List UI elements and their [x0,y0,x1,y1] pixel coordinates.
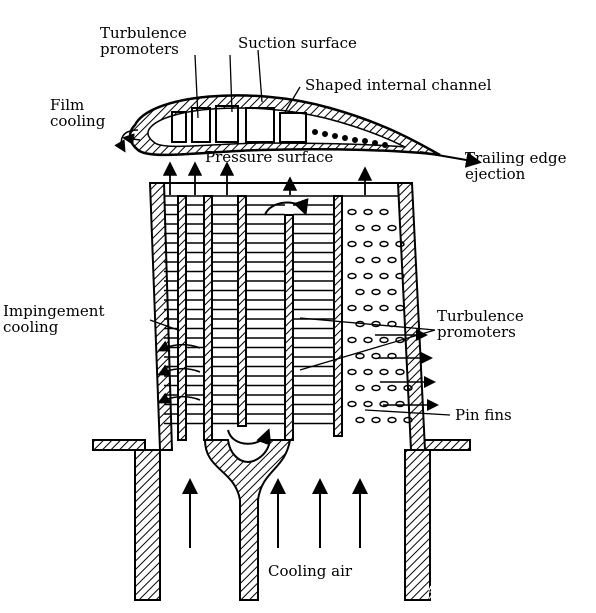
label-impingement-1: Impingement [3,302,104,320]
pin-fin [355,352,365,360]
pin-fin [379,272,389,280]
pin-fin [387,256,397,264]
pin-fin [387,288,397,296]
pin-fin [355,384,365,392]
film-cooling-arrow-2 [122,133,141,146]
pin-fin-array [347,208,413,424]
pin-fin [379,368,389,376]
impingement-arrows [157,340,201,404]
pin-fin [355,416,365,424]
label-turbulence-promoters-side-2: promoters [437,323,516,341]
trailing-edge-pins [312,129,388,148]
trailing-edge-arrow [419,151,482,168]
pin-fin [363,272,373,280]
rib-turbulators [164,204,334,425]
label-turbulence-promoters-top-1: Turbulence [100,24,187,42]
pin-fin [347,208,357,216]
label-shaped-internal-channel: Shaped internal channel [305,76,492,94]
pin-fin [347,368,357,376]
pin-fin [395,336,405,344]
airfoil-cavities [171,105,307,143]
tip-ejection-arrows [162,161,373,195]
root-center-wall [203,439,292,601]
label-cooling-air: Cooling air [268,562,353,580]
pin-fin [379,400,389,408]
pin-fin [387,224,397,232]
pin-fin [347,336,357,344]
labels: Turbulence promoters Suction surface Sha… [3,24,567,580]
cooling-air-arrows [182,478,368,548]
label-turbulence-promoters-side-1: Turbulence [437,307,524,325]
label-impingement-2: cooling [3,318,59,336]
pin-fin [395,368,405,376]
pin-fin [379,336,389,344]
pin-fin [371,224,381,232]
label-trailing-edge-2: ejection [465,165,526,183]
pin-fin [379,304,389,312]
left-outer-wall [148,182,174,451]
pin-fin [395,304,405,312]
label-pin-fins: Pin fins [455,406,512,424]
pin-fin [355,224,365,232]
label-film-cooling-2: cooling [50,112,106,130]
watermark: 知乎 @熊davidxtb [428,585,550,602]
pin-fin [347,304,357,312]
label-film-cooling-1: Film [50,96,84,114]
pin-fin [379,240,389,248]
channel-walls [177,195,343,441]
pin-fin [395,272,405,280]
pin-fin [379,208,389,216]
pin-fin [395,400,405,408]
root-left-wall [134,449,161,601]
label-suction-surface: Suction surface [238,34,357,52]
pin-fin [355,288,365,296]
root-right-wall [404,449,431,601]
root-turn-arrow [227,428,272,447]
airfoil-section [114,94,482,168]
right-outer-wall [396,182,427,451]
pin-fin [395,240,405,248]
pin-fin [363,240,373,248]
pin-fin [363,336,373,344]
label-pressure-surface: Pressure surface [205,148,333,166]
label-trailing-edge-1: Trailing edge [465,149,567,167]
pin-fin [347,240,357,248]
pin-fin [363,304,373,312]
leader-lines [149,49,451,416]
blade-body [92,161,471,601]
pin-fin [371,352,381,360]
pin-fin [347,272,357,280]
pin-fin [403,384,413,392]
pin-fin [363,400,373,408]
pin-fin [363,208,373,216]
pin-fin [371,256,381,264]
pin-fin [403,416,413,424]
label-turbulence-promoters-top-2: promoters [100,40,179,58]
pin-fin [355,256,365,264]
pin-fin [371,416,381,424]
pin-fin [371,288,381,296]
pin-fin [363,368,373,376]
tip-turn-arrow [264,198,309,216]
pin-fin [347,400,357,408]
pin-fin [387,384,397,392]
pin-fin [371,384,381,392]
pin-fin [387,416,397,424]
